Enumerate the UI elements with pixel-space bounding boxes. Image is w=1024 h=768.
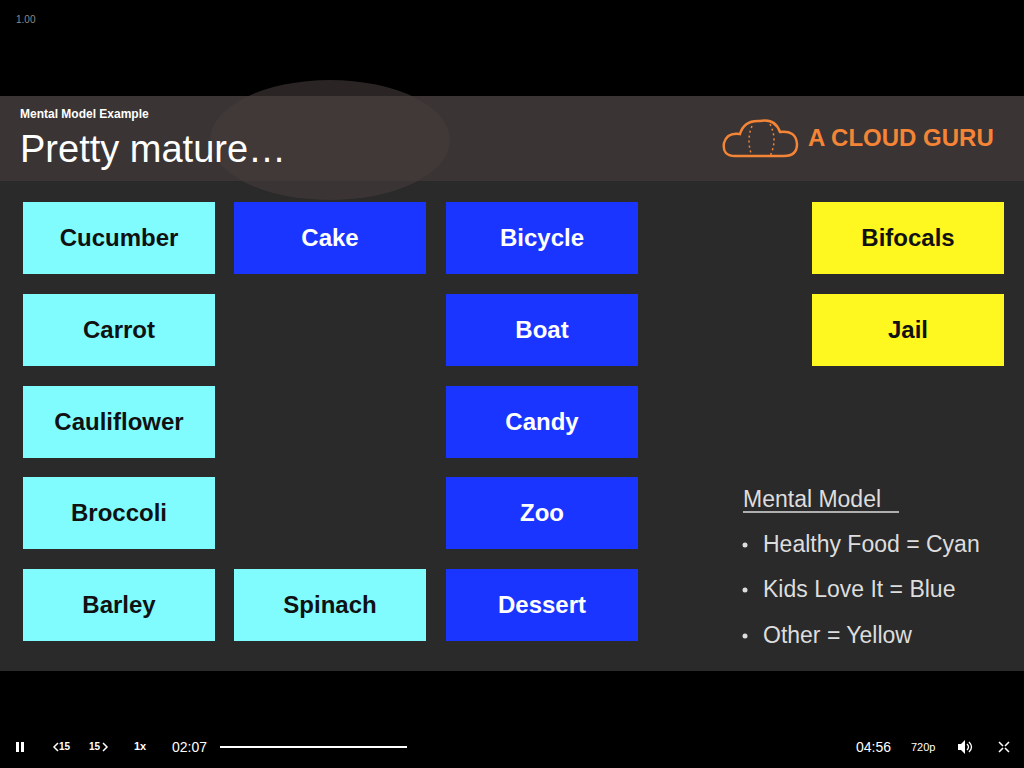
kids-love-box: Cake [234, 202, 426, 274]
box-label: Bifocals [861, 224, 954, 252]
current-time: 02:07 [172, 739, 207, 755]
model-rule: Healthy Food = Cyan [763, 531, 980, 558]
playback-rate-indicator: 1.00 [16, 14, 35, 25]
kids-love-box: Zoo [446, 477, 638, 549]
box-label: Dessert [498, 591, 586, 619]
player-controls [16, 740, 1009, 754]
box-label: Zoo [520, 499, 564, 527]
model-rule: Other = Yellow [763, 622, 912, 649]
slide-ground [0, 96, 1024, 671]
bullet-dot [743, 588, 748, 593]
box-label: Candy [505, 408, 578, 436]
box-label: Broccoli [71, 499, 167, 527]
bullet-dot [743, 543, 748, 548]
slide-subtitle: Mental Model Example [20, 107, 149, 121]
brand-name: A CLOUD GURU [808, 124, 994, 152]
slide-header-band [0, 96, 1024, 181]
kids-love-box: Bicycle [446, 202, 638, 274]
healthy-food-box: Cucumber [23, 202, 215, 274]
quality-label: 720p [911, 741, 935, 753]
box-label: Cake [301, 224, 358, 252]
speed-label: 1x [134, 740, 146, 752]
skip-forward-seconds: 15 [89, 741, 100, 752]
slide-title: Pretty mature… [20, 128, 286, 171]
box-label: Bicycle [500, 224, 584, 252]
bullet-dot [743, 634, 748, 639]
healthy-food-box: Spinach [234, 569, 426, 641]
healthy-food-box: Barley [23, 569, 215, 641]
healthy-food-box: Broccoli [23, 477, 215, 549]
skip-back-seconds: 15 [59, 741, 70, 752]
box-label: Spinach [283, 591, 376, 619]
box-label: Carrot [83, 316, 155, 344]
box-label: Boat [515, 316, 568, 344]
box-label: Barley [82, 591, 155, 619]
cloud-logo [724, 120, 797, 156]
healthy-food-box: Carrot [23, 294, 215, 366]
box-label: Cauliflower [54, 408, 183, 436]
kids-love-box: Candy [446, 386, 638, 458]
model-heading: Mental Model [743, 486, 881, 513]
healthy-food-box: Cauliflower [23, 386, 215, 458]
kids-love-box: Boat [446, 294, 638, 366]
model-rule: Kids Love It = Blue [763, 576, 955, 603]
box-label: Jail [888, 316, 928, 344]
box-label: Cucumber [60, 224, 179, 252]
other-box: Jail [812, 294, 1004, 366]
total-time: 04:56 [856, 739, 891, 755]
other-box: Bifocals [812, 202, 1004, 274]
kids-love-box: Dessert [446, 569, 638, 641]
